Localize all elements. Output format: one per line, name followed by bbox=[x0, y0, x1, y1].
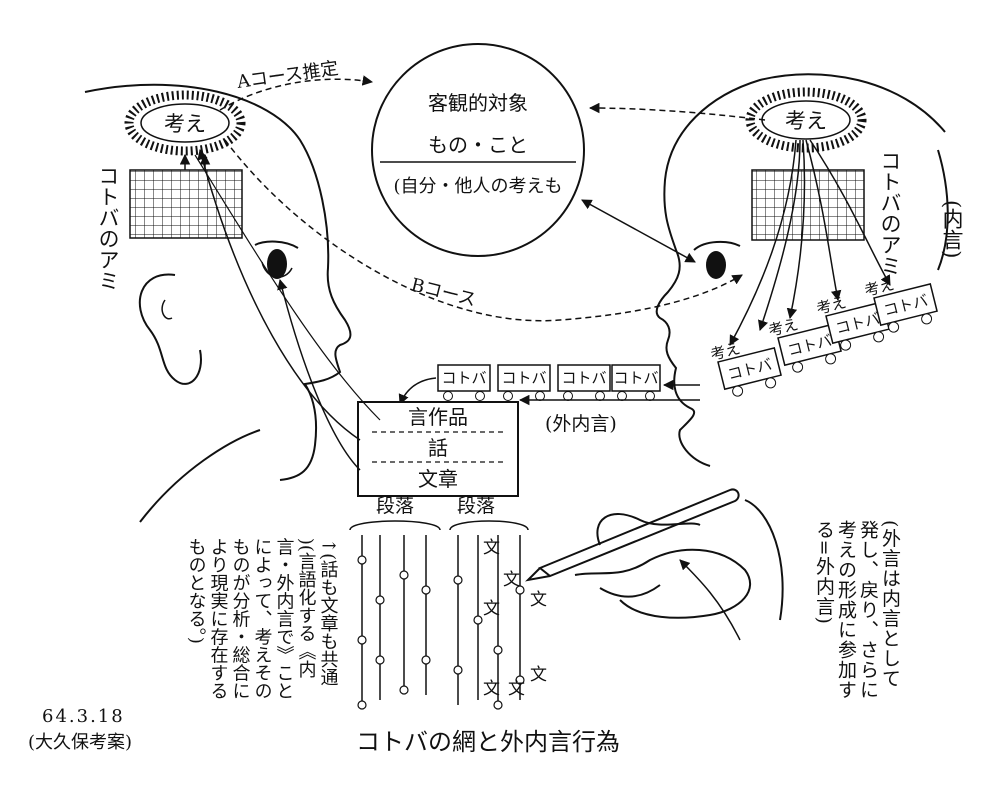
left-note: ↑(話も文章も共通)(言語化する《内言・外内言で》ことによって、考えそのものが分… bbox=[186, 538, 339, 700]
language-works-box: 言作品 話 文章 bbox=[357, 401, 519, 497]
works-talk: 話 bbox=[428, 436, 448, 460]
svg-text:文: 文 bbox=[508, 679, 525, 699]
svg-text:文: 文 bbox=[483, 538, 500, 558]
right-thought-burst: 考え bbox=[745, 87, 867, 153]
left-thought-label: 考え bbox=[164, 112, 206, 136]
hand-with-pen bbox=[525, 488, 784, 621]
right-thought-label: 考え bbox=[785, 109, 827, 133]
left-head-outline bbox=[84, 83, 352, 481]
course-b-arrow bbox=[224, 139, 743, 322]
outer-inner-speech-label: (外内言) bbox=[545, 413, 617, 435]
svg-text:段落: 段落 bbox=[457, 495, 495, 517]
author-label: (大久保考案) bbox=[28, 732, 132, 753]
object-sub: もの・こと bbox=[428, 133, 528, 157]
course-a-arrow bbox=[219, 75, 374, 111]
right-word-cars: コトバ コトバ コトバ コトバ 考え 考え 考え 考え bbox=[709, 275, 938, 397]
svg-text:文: 文 bbox=[483, 599, 500, 619]
left-ear bbox=[138, 273, 202, 385]
object-title: 客観的対象 bbox=[428, 91, 528, 115]
right-note: (外言は内言として発し、戻り、さらに考えの形成に参加する=外内言) bbox=[813, 520, 901, 700]
right-head-outline bbox=[655, 73, 946, 467]
works-title: 言作品 bbox=[408, 405, 468, 429]
object-eye-arrow bbox=[581, 199, 696, 263]
left-neck bbox=[139, 429, 261, 523]
object-note: (自分・他人の考えも bbox=[393, 176, 562, 197]
left-thought-burst: 考え bbox=[124, 90, 246, 156]
right-fan-arrows bbox=[729, 139, 891, 346]
left-eye bbox=[254, 240, 299, 279]
center-word-train: コトバ コトバ コトバ コトバ bbox=[437, 364, 661, 401]
svg-text:文: 文 bbox=[503, 570, 520, 590]
right-to-object-arrow bbox=[588, 102, 766, 121]
diagram-title: コトバの網と外内言行為 bbox=[356, 728, 620, 756]
svg-text:コトバ: コトバ bbox=[613, 369, 658, 387]
svg-text:文: 文 bbox=[483, 679, 500, 699]
svg-text:段落: 段落 bbox=[376, 495, 414, 517]
right-word-net bbox=[751, 169, 865, 241]
course-a-label: Aコース推定 bbox=[235, 58, 340, 93]
svg-text:コトバ: コトバ bbox=[561, 369, 606, 387]
left-net-label: コトバのアミ bbox=[96, 165, 120, 291]
inner-speech-label: (内言) bbox=[940, 200, 964, 258]
date-label: 64.3.18 bbox=[42, 706, 125, 727]
paragraph-blocks: 段落 段落 文 文 文 文 文 文 文 bbox=[349, 495, 547, 710]
right-eye bbox=[693, 240, 741, 279]
right-back-head bbox=[937, 149, 949, 271]
svg-text:文: 文 bbox=[530, 590, 547, 610]
right-net-label: コトバのアミ bbox=[878, 150, 902, 276]
svg-text:コトバ: コトバ bbox=[501, 369, 546, 387]
svg-text:文: 文 bbox=[530, 665, 547, 685]
svg-text:コトバ: コトバ bbox=[441, 369, 486, 387]
course-b-label: Bコース bbox=[409, 274, 478, 310]
objective-object-circle: 客観的対象 もの・こと (自分・他人の考えも bbox=[371, 43, 585, 257]
works-text: 文章 bbox=[418, 467, 458, 491]
